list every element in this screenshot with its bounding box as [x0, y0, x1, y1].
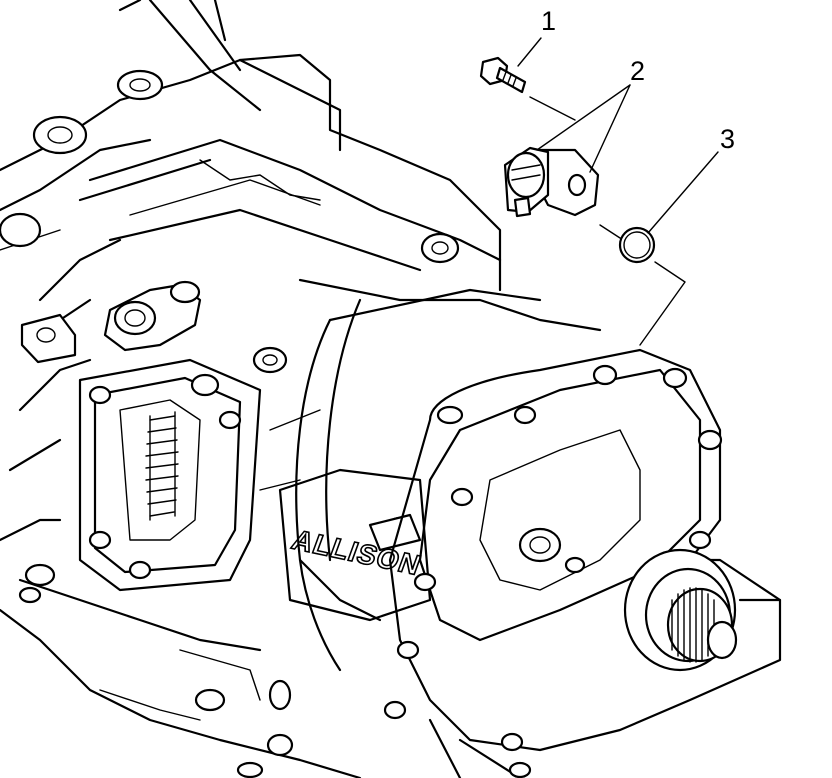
o-ring-seal: [618, 226, 656, 264]
callout-3-number: 3: [720, 124, 735, 154]
speed-sensor: [503, 146, 600, 218]
callout-1-number: 1: [541, 6, 556, 36]
callout-3: 3: [647, 124, 735, 234]
install-path-line: [529, 96, 686, 346]
output-shaft: [623, 548, 782, 672]
flange-bolts: [383, 364, 723, 752]
callout-1: 1: [517, 6, 556, 67]
bolt: [479, 56, 527, 94]
transmission-assembly: ALLISON: [0, 0, 782, 778]
callout-2: 2: [536, 56, 645, 173]
callout-2-number: 2: [630, 56, 645, 86]
